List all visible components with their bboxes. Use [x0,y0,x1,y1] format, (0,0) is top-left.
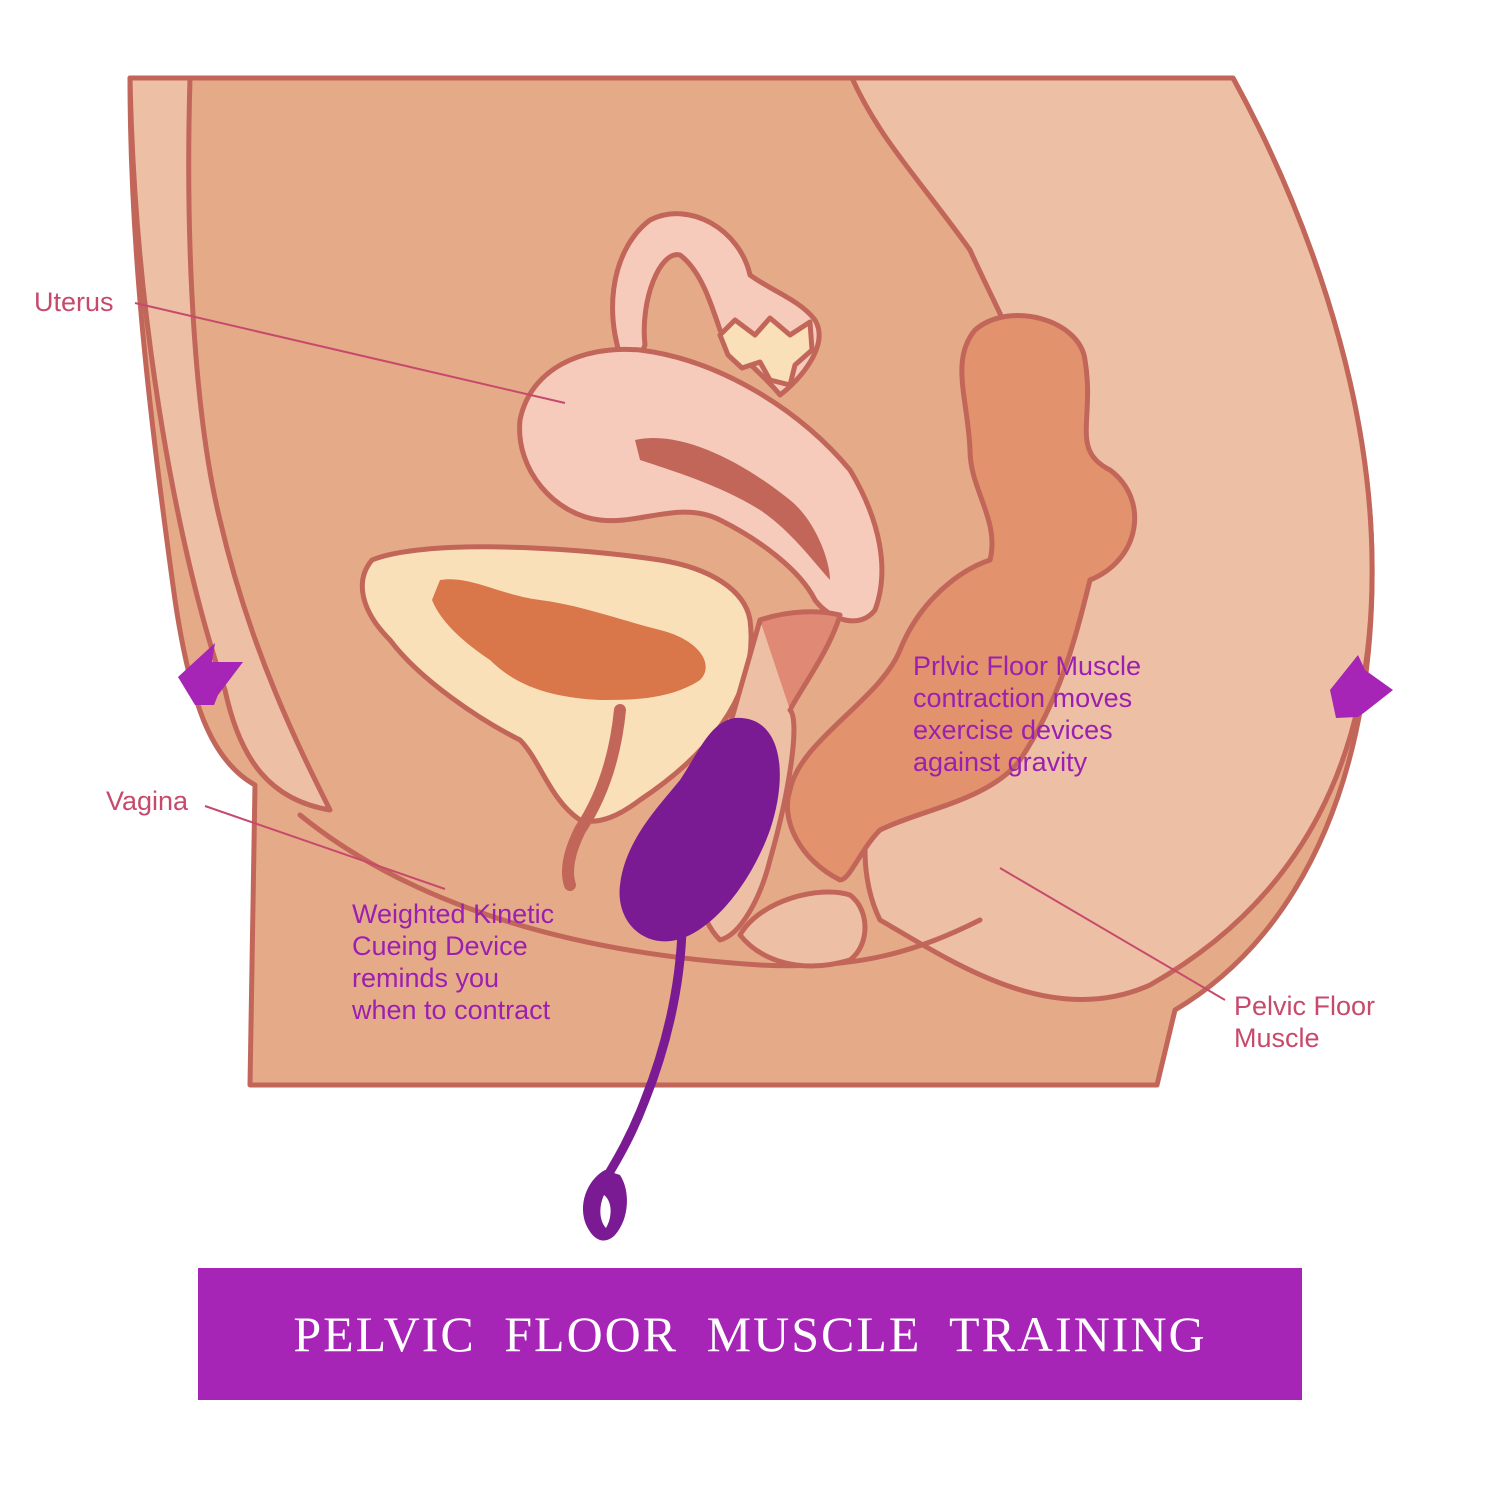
device-string [600,925,687,1185]
uterus [517,346,885,624]
kegel-ball-device [582,717,780,1241]
rectum [784,313,1138,883]
uterus-label: Uterus [34,287,114,317]
kinetic-device-caption: Weighted Kinetic Cueing Device reminds y… [352,899,555,1025]
bladder-inner [432,579,706,700]
device-weight [619,717,780,942]
title-banner: PELVIC FLOOR MUSCLE TRAINING [198,1268,1302,1400]
banner-title: PELVIC FLOOR MUSCLE TRAINING [293,1306,1207,1362]
pelvic-floor-fold [297,812,983,969]
urethra [562,704,626,891]
vagina-leader-line [204,805,446,890]
pelvic-floor-muscle-label: Pelvic Floor Muscle [1234,991,1376,1053]
pelvic-floor-muscle-leader-line [999,867,1226,1001]
device-loop [582,1170,627,1241]
perineum [737,889,868,969]
muscle-contraction-caption: Prlvic Floor Muscle contraction moves ex… [913,651,1142,777]
uterine-cavity [635,438,830,580]
ovary [717,315,815,388]
arrow-right-icon [178,643,243,705]
arrow-left-icon [1330,655,1393,718]
uterus-leader-line [134,302,566,404]
vagina-label: Vagina [106,786,189,816]
abdominal-wall [127,75,333,813]
